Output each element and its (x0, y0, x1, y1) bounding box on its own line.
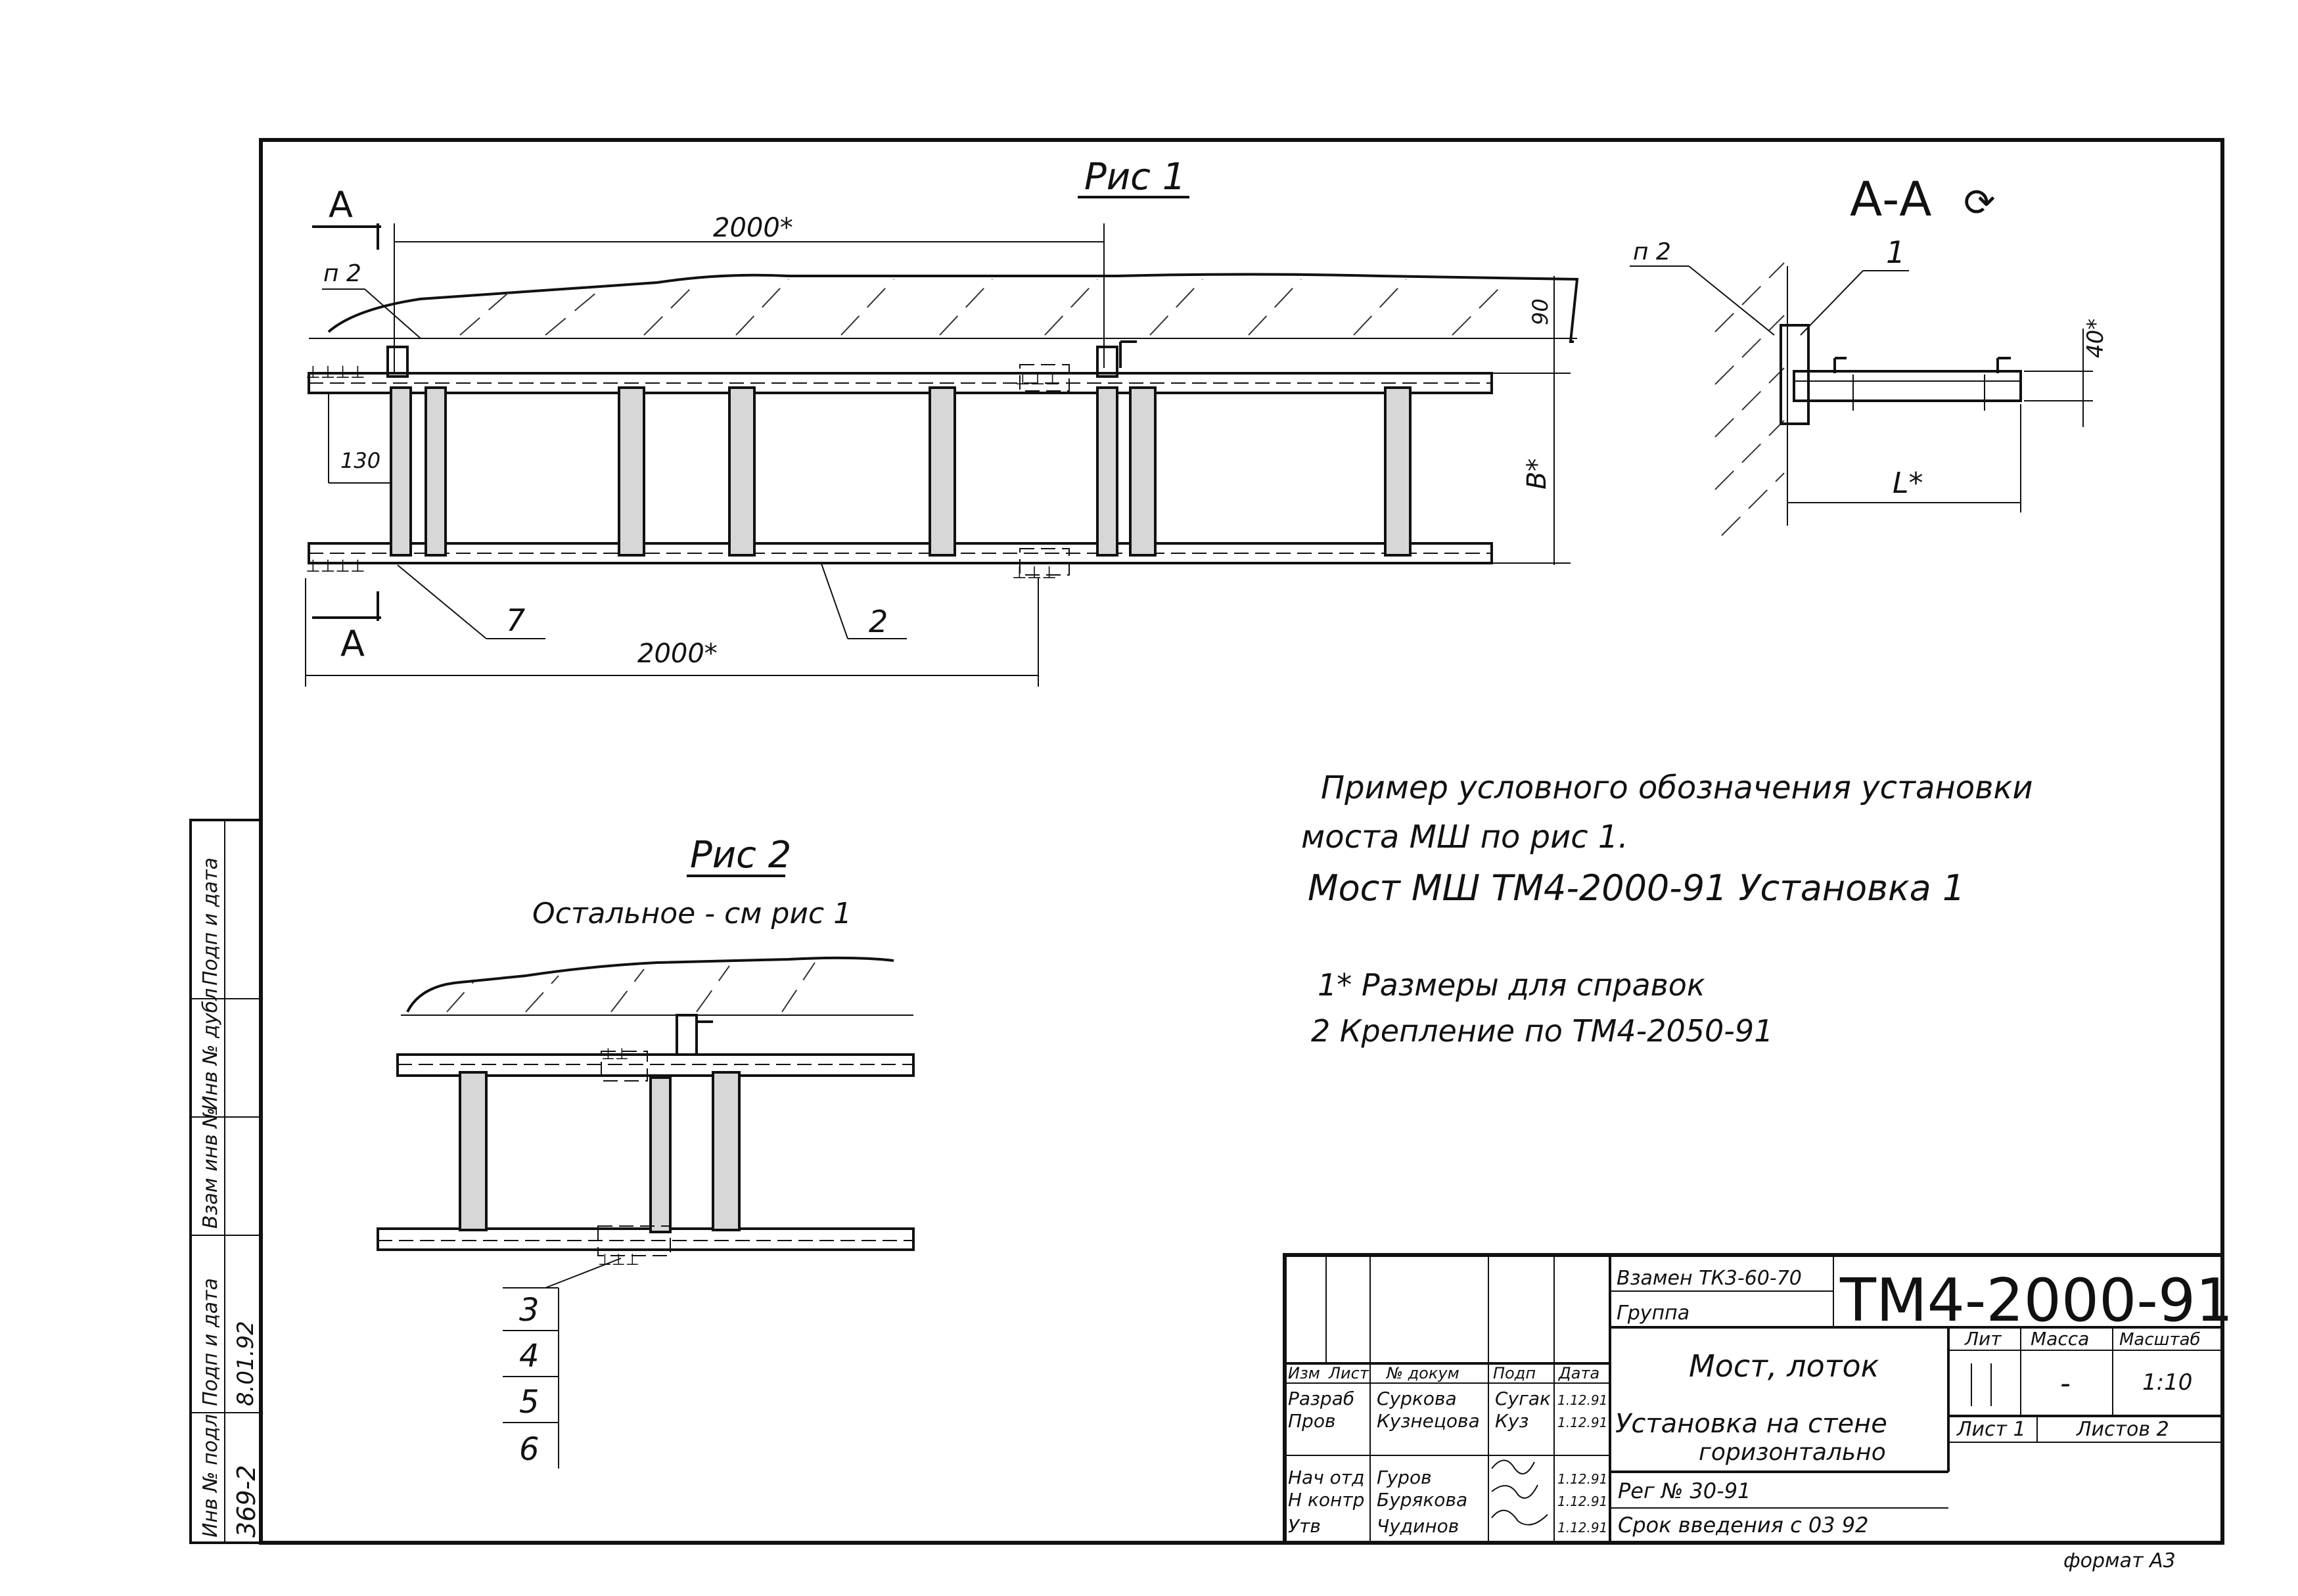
signature-scribble (1491, 1459, 1548, 1526)
tb-row-name: Гуров (1377, 1467, 1432, 1488)
fig2-wall-hatching (446, 962, 816, 1013)
title-block: Взамен ТК3-60-70 Группа ТМ4-2000-91 Мост… (1283, 1253, 2233, 1545)
tb-group: Группа (1617, 1302, 1689, 1325)
section-title: А-А (1850, 171, 1932, 227)
tb-term: Срок введения с 03 92 (1618, 1513, 1868, 1538)
side-stamp: Подп и дата Инв № дубл Взам инв № Подп и… (189, 819, 262, 1544)
stamp-inv-value: 369-2 (232, 1465, 261, 1538)
tb-mass-label: Масса (2031, 1328, 2089, 1350)
svg-text:⊥⊥⊥⊥: ⊥⊥⊥⊥ (306, 363, 365, 382)
tb-header-data: Дата (1558, 1364, 1599, 1382)
bracket-left (386, 346, 409, 378)
section-callout-p2: п 2 (1633, 239, 1671, 265)
tb-doc-number: ТМ4-2000-91 (1839, 1266, 2233, 1335)
tb-row-role: Н контр (1288, 1489, 1364, 1511)
tb-sheets-label: Листов 2 (2076, 1418, 2169, 1441)
tb-signature-rows: Разраб Суркова Сугак 1.12.91 Пров Кузнец… (1288, 1388, 1607, 1537)
tb-reg: Рег № 30-91 (1618, 1478, 1751, 1503)
section-dim-40: 40* (2082, 319, 2109, 358)
fig1-callout-2: 2 (869, 604, 888, 639)
tb-scale-value: 1:10 (2142, 1369, 2192, 1396)
stamp-cell-1: Подп и дата (199, 857, 222, 986)
tb-row-date: 1.12.91 (1557, 1392, 1607, 1408)
tb-row-name: Чудинов (1377, 1515, 1459, 1537)
tb-name-line-3: горизонтально (1699, 1439, 1886, 1466)
figure-2: Рис 2 Остальное - см рис 1 ⊥⊥ ⊥⊥⊥ (377, 834, 915, 1469)
tb-row-role: Нач отд (1288, 1467, 1364, 1488)
svg-text:⊥⊥⊥: ⊥⊥⊥ (1012, 563, 1057, 583)
section-rotation-mark: ⟳ (1964, 180, 1996, 225)
stamp-cell-4: Подп и дата (199, 1278, 222, 1406)
stamp-podp-value: 8.01.92 (233, 1321, 259, 1406)
section-aa: А-А ⟳ п 2 1 40* (1630, 171, 2109, 536)
tb-row-date: 1.12.91 (1557, 1520, 1607, 1536)
struts (390, 386, 1412, 557)
fig2-bottom-rail (377, 1227, 915, 1251)
svg-text:⊥⊥⊥⊥: ⊥⊥⊥⊥ (306, 557, 365, 576)
tb-row-sign: Сугак (1495, 1388, 1551, 1409)
fig1-dim-bottom: 2000* (637, 639, 718, 669)
fig1-dim-90: 90 (1528, 298, 1553, 325)
bracket-mid (1096, 346, 1118, 378)
tb-row-name: Кузнецова (1377, 1410, 1480, 1432)
section-callout-1: 1 (1886, 235, 1905, 270)
fig1-dim-top: 2000* (713, 213, 793, 243)
fig2-title: Рис 2 (690, 834, 791, 877)
fig2-callout-4: 4 (519, 1338, 540, 1375)
section-plate (1780, 324, 1810, 425)
stamp-cell-2: Инв № дубл (199, 988, 222, 1110)
tb-row-name: Бурякова (1377, 1489, 1467, 1511)
fig2-callout-5: 5 (519, 1384, 540, 1421)
section-tray (1793, 370, 2022, 402)
note-2: 2 Крепление по ТМ4-2050-91 (1311, 1013, 1773, 1049)
tb-header-dokum: № докум (1385, 1364, 1459, 1382)
section-wall-hatching (1714, 262, 1785, 536)
note-line-1: Пример условного обозначения установки (1321, 769, 2033, 806)
format-label: формат А3 (2063, 1549, 2176, 1572)
stamp-cell-3: Взам инв № (199, 1107, 222, 1229)
tb-sheet-label: Лист 1 (1956, 1418, 2026, 1441)
tb-row-date: 1.12.91 (1557, 1493, 1607, 1509)
fig2-subtitle: Остальное - см рис 1 (532, 897, 852, 930)
figure-1: Рис 1 (305, 156, 1579, 687)
tb-row-role: Разраб (1288, 1388, 1354, 1409)
tb-lit-label: Лит (1964, 1328, 2002, 1350)
wall-outline (327, 273, 1579, 343)
fig2-callout-6: 6 (519, 1431, 540, 1468)
tb-row-role: Пров (1288, 1410, 1335, 1432)
note-line-2: моста МШ по рис 1. (1301, 819, 1628, 855)
tb-header-list: Лист (1328, 1364, 1369, 1382)
notes: Пример условного обозначения установки м… (1301, 769, 2033, 1049)
tb-row-date: 1.12.91 (1557, 1471, 1607, 1487)
tb-name-line-1: Мост, лоток (1689, 1348, 1879, 1384)
svg-text:⊥⊥: ⊥⊥ (601, 1045, 629, 1063)
section-dim-l: L* (1893, 467, 1923, 500)
note-line-3: Мост МШ ТМ4-2000-91 Установка 1 (1308, 867, 1965, 909)
tb-scale-label: Масштаб (2119, 1330, 2201, 1350)
note-1: 1* Размеры для справок (1318, 967, 1705, 1003)
fig1-dim-b: В* (1522, 459, 1552, 490)
tb-row-role: Утв (1288, 1515, 1321, 1537)
tb-header-podp: Подп (1493, 1364, 1536, 1382)
fig1-dim-130: 130 (340, 448, 380, 473)
fig2-wall-outline (406, 956, 894, 1013)
fig1-section-mark-top: А (329, 184, 353, 225)
fig1-callout-7: 7 (506, 603, 525, 638)
tb-name-line-2: Установка на стене (1615, 1409, 1887, 1439)
stamp-cell-5: Инв № подл (199, 1414, 222, 1538)
fig2-callout-3: 3 (519, 1292, 540, 1329)
tb-row-name: Суркова (1377, 1388, 1457, 1409)
wall-hatching (459, 279, 1505, 336)
svg-text:⊥⊥⊥: ⊥⊥⊥ (1015, 369, 1060, 389)
tb-header-izm: Изм (1288, 1364, 1320, 1382)
fig1-title: Рис 1 (1084, 156, 1185, 198)
tb-row-date: 1.12.91 (1557, 1415, 1607, 1430)
tb-row-sign: Куз (1495, 1410, 1528, 1432)
tb-mass-value: - (2060, 1367, 2071, 1400)
tb-replaces: Взамен ТК3-60-70 (1617, 1267, 1802, 1290)
fig1-section-mark-bottom: А (340, 623, 365, 664)
fig1-callout-p2: п 2 (323, 260, 361, 287)
